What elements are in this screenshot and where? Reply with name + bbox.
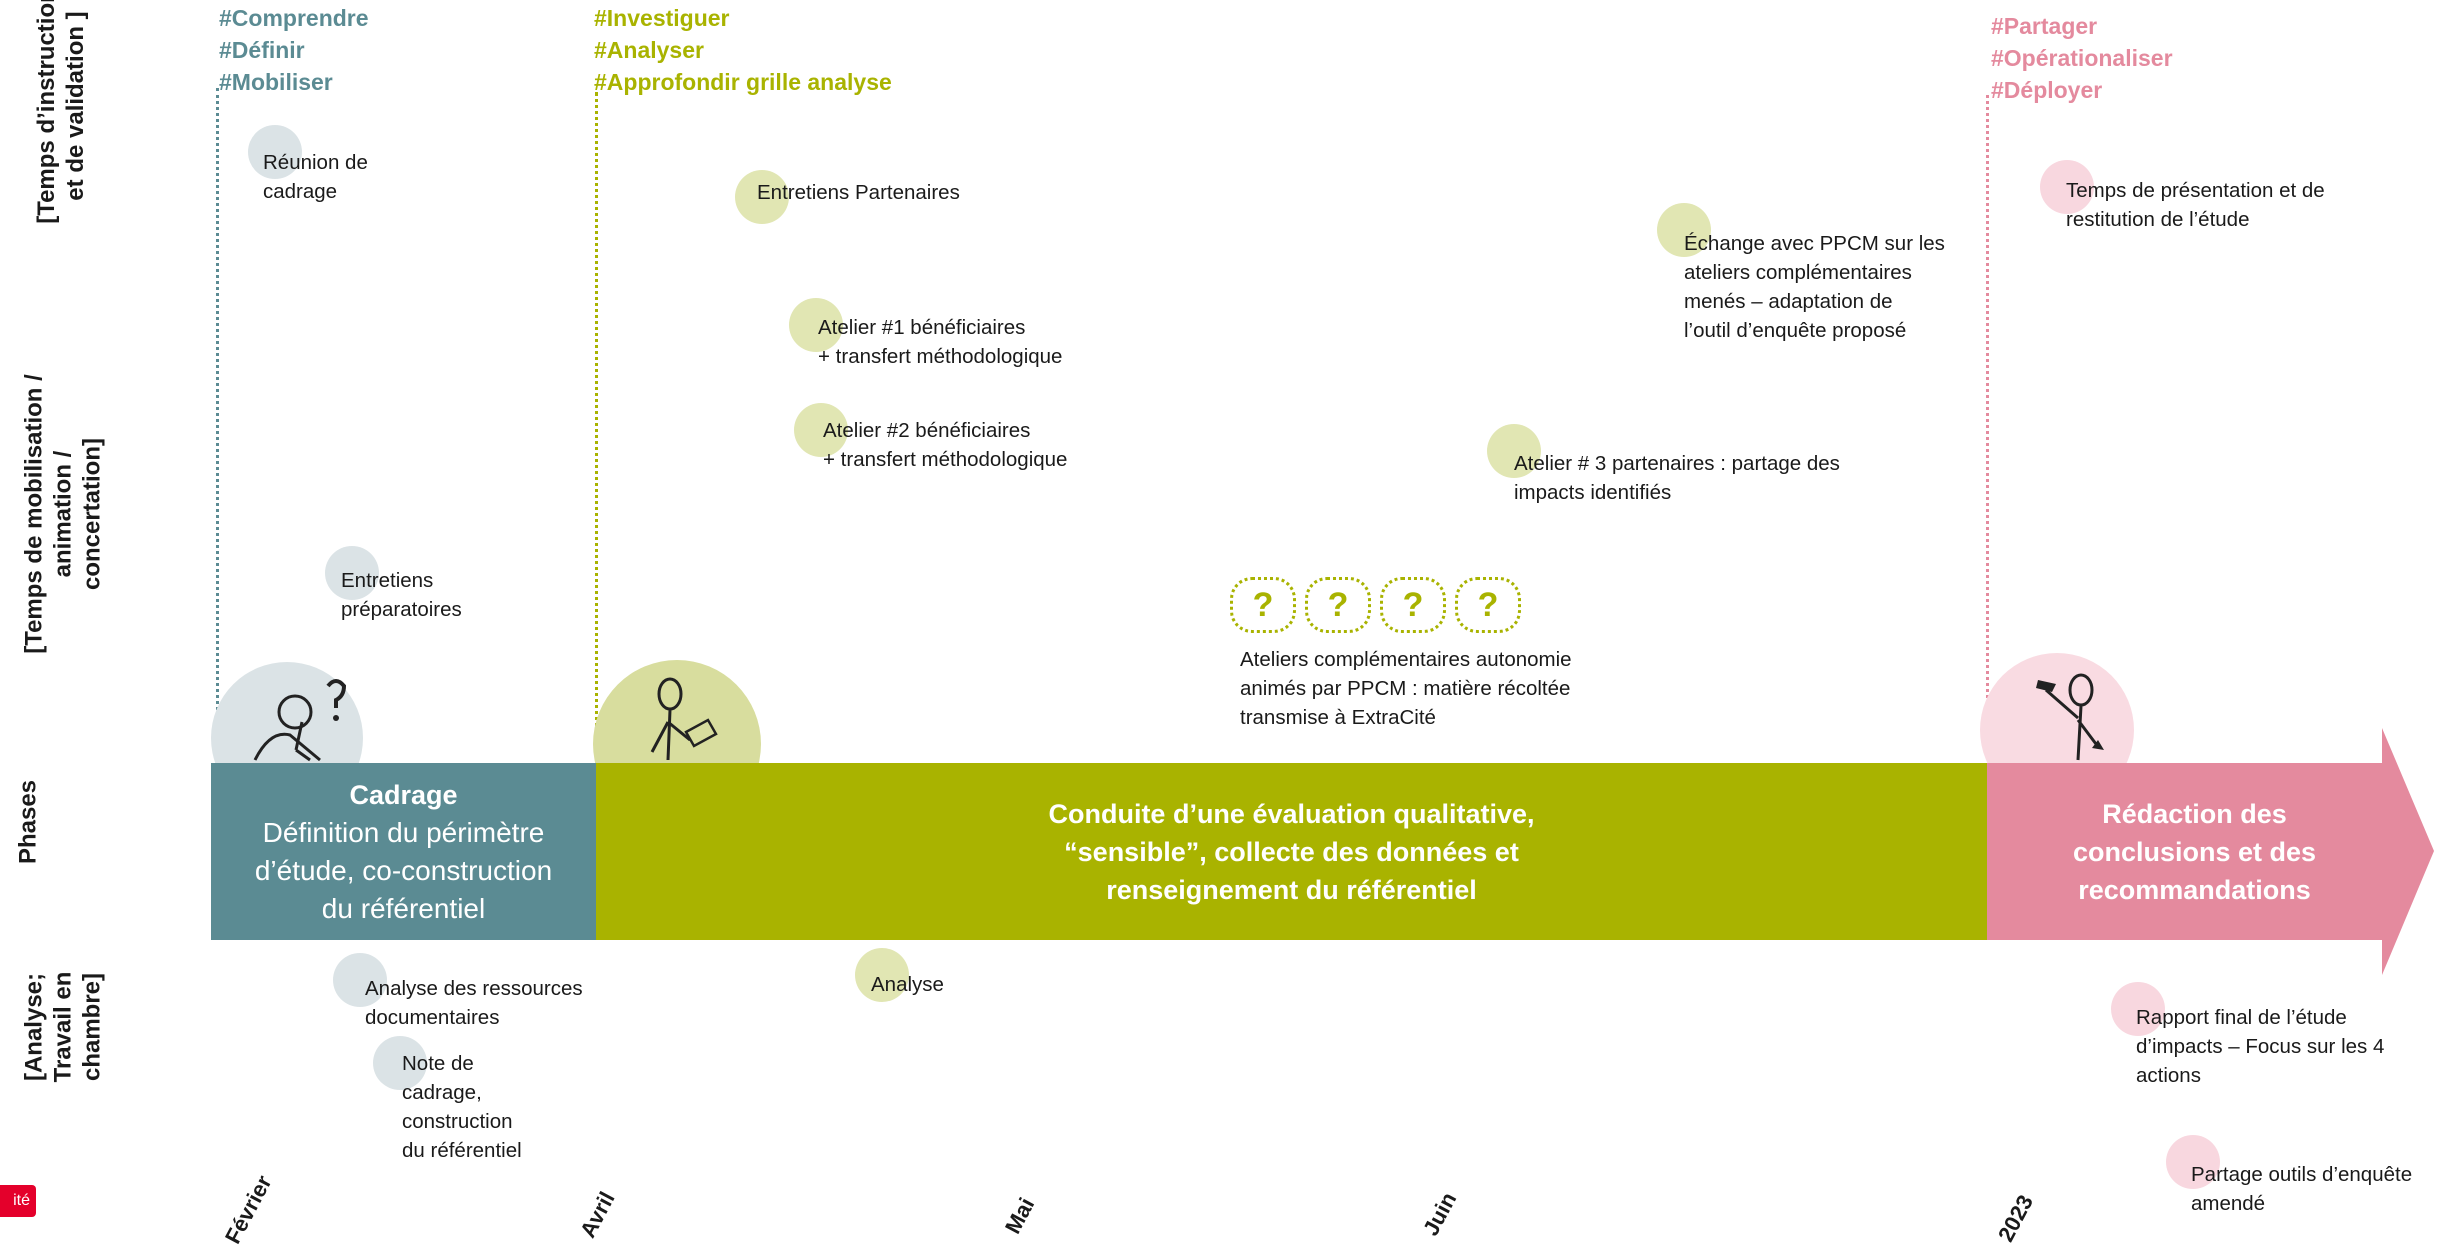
event-dot-atelier3 xyxy=(1487,424,1541,478)
row-label-instruction: [Temps d’instruction et de validation ] xyxy=(33,0,89,224)
event-rapport-label: Rapport final de l’étude d’impacts – Foc… xyxy=(2136,1006,2385,1087)
cadrage-divider xyxy=(216,88,219,758)
event-ateliers-comp-label: Ateliers complémentaires autonomie animé… xyxy=(1240,648,1572,729)
event-analyse-ress-label: Analyse des ressources documentaires xyxy=(365,977,583,1029)
event-atelier1-label: Atelier #1 bénéficiaires + transfert mét… xyxy=(818,316,1063,368)
row-label-analyse: [Analyse; Travail en chambre] xyxy=(20,971,106,1083)
event-partage-label: Partage outils d’enquête amendé xyxy=(2191,1163,2413,1215)
logo-fragment: ité xyxy=(0,1185,36,1217)
event-reunion-label: Réunion de cadrage xyxy=(263,151,368,203)
question-mark-box: ? xyxy=(1380,577,1446,633)
event-dot-entretiens-part xyxy=(735,170,789,224)
question-mark-box: ? xyxy=(1230,577,1296,633)
phase-redaction-title: Rédaction des conclusions et des recomma… xyxy=(2072,798,2317,905)
event-note-label: Note de cadrage, construction du référen… xyxy=(402,1052,522,1162)
event-dot-note xyxy=(373,1036,427,1090)
event-atelier2-label: Atelier #2 bénéficiaires + transfert mét… xyxy=(823,419,1068,471)
event-dot-rapport xyxy=(2111,982,2165,1036)
phase-cadrage: Cadrage Définition du périmètre d’étude,… xyxy=(211,763,596,940)
month-label: 2023 xyxy=(1993,1190,2039,1246)
phase-cadrage-subtitle: Définition du périmètre d’étude, co-cons… xyxy=(254,816,553,924)
writing-person-illustration xyxy=(590,660,770,763)
month-label: Février xyxy=(220,1171,277,1248)
tags-cadrage: #Comprendre #Définir #Mobiliser xyxy=(219,5,369,95)
event-dot-atelier1 xyxy=(789,298,843,352)
event-atelier3-label: Atelier # 3 partenaires : partage des im… xyxy=(1514,452,1840,504)
speaking-person-illustration xyxy=(1978,650,2138,763)
event-dot-reunion xyxy=(248,125,302,179)
question-marks-group: ? ? ? ? xyxy=(1230,575,1521,635)
row-label-phases: Phases xyxy=(14,779,42,865)
month-label: Mai xyxy=(1000,1193,1040,1238)
month-label: Avril xyxy=(575,1187,620,1242)
event-dot-analyse xyxy=(855,948,909,1002)
event-entretiens-part-label: Entretiens Partenaires xyxy=(757,181,960,204)
phase-redaction: Rédaction des conclusions et des recomma… xyxy=(1987,763,2402,940)
event-echange-label: Échange avec PPCM sur les ateliers compl… xyxy=(1684,232,1945,342)
event-entretiens-prep-label: Entretiens préparatoires xyxy=(341,569,462,621)
event-dot-analyse-ress xyxy=(333,953,387,1007)
phase-redaction-arrow xyxy=(1987,728,2435,975)
event-dot-temps-pres xyxy=(2040,160,2094,214)
row-label-mobilisation: [Temps de mobilisation / animation / con… xyxy=(20,374,106,654)
month-label: Juin xyxy=(1418,1188,1462,1240)
tags-conduite: #Investiguer #Analyser #Approfondir gril… xyxy=(594,5,892,95)
event-dot-atelier2 xyxy=(794,403,848,457)
event-dot-partage xyxy=(2166,1135,2220,1189)
phase-conduite: Conduite d’une évaluation qualitative, “… xyxy=(596,763,1987,940)
tags-redaction: #Partager #Opérationaliser #Déployer xyxy=(1991,13,2173,103)
phase-cadrage-title: Cadrage xyxy=(349,779,458,810)
conduite-divider xyxy=(595,92,598,758)
question-mark-box: ? xyxy=(1455,577,1521,633)
event-dot-entretiens-prep xyxy=(325,546,379,600)
question-mark-box: ? xyxy=(1305,577,1371,633)
event-analyse-label: Analyse xyxy=(871,973,944,996)
redaction-divider xyxy=(1986,95,1989,758)
thinking-person-illustration xyxy=(210,660,370,763)
event-temps-pres-label: Temps de présentation et de restitution … xyxy=(2066,179,2325,231)
event-dot-echange xyxy=(1657,203,1711,257)
phase-conduite-title: Conduite d’une évaluation qualitative, “… xyxy=(1048,798,1535,905)
